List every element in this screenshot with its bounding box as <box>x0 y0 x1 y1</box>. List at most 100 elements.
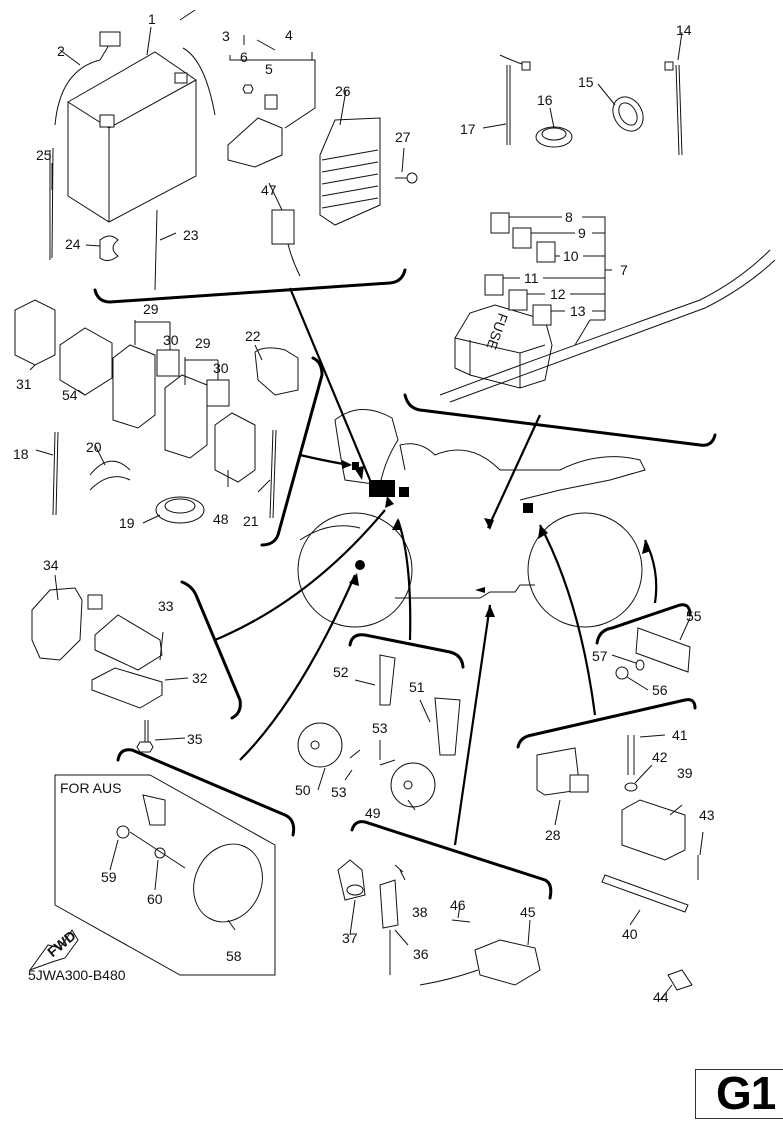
callout-31: 31 <box>16 376 32 392</box>
battery-terminal-neg <box>99 114 115 128</box>
clip-24 <box>99 235 119 262</box>
callout-42: 42 <box>652 749 668 765</box>
callout-24: 24 <box>65 236 81 252</box>
clamp-22 <box>254 347 299 396</box>
aus-reflector-group: FOR AUS FWD <box>28 748 296 976</box>
cover-34 <box>31 587 83 661</box>
clamp-20 <box>89 460 131 491</box>
callout-32: 32 <box>192 670 208 686</box>
battery-group <box>49 9 418 304</box>
callout-25: 25 <box>36 147 52 163</box>
clamp-16 <box>535 126 573 148</box>
callout-labels: 1 2 3 4 5 6 7 8 9 10 11 12 13 14 15 16 1… <box>13 11 715 1005</box>
fuse-11 <box>484 274 504 296</box>
band-17 <box>506 65 511 145</box>
callout-60: 60 <box>147 891 163 907</box>
callout-54: 54 <box>62 387 78 403</box>
callout-56: 56 <box>652 682 668 698</box>
aus-label: FOR AUS <box>60 780 121 796</box>
callout-33: 33 <box>158 598 174 614</box>
callout-53b: 53 <box>331 784 347 800</box>
reflector-group <box>595 603 692 691</box>
horn-group-brace <box>348 633 465 669</box>
callout-34: 34 <box>43 557 59 573</box>
callout-49: 49 <box>365 805 381 821</box>
clamp-15 <box>612 96 644 132</box>
callout-38: 38 <box>412 904 428 920</box>
callout-17: 17 <box>460 121 476 137</box>
fuse-10 <box>536 241 556 263</box>
screw-38 <box>394 864 404 873</box>
callout-20: 20 <box>86 439 102 455</box>
callout-43: 43 <box>699 807 715 823</box>
wire-clamp-group <box>31 574 242 753</box>
marker-relay <box>399 487 409 497</box>
coupler-30b <box>206 379 230 407</box>
battery-terminal-pos <box>174 72 188 84</box>
drawing-code: 5JWA300-B480 <box>28 967 126 983</box>
callout-12: 12 <box>550 286 566 302</box>
callout-3: 3 <box>222 28 230 44</box>
marker-horn <box>355 560 365 570</box>
battery-cable-pos <box>182 47 216 116</box>
switch-group <box>337 820 553 986</box>
relay-29a <box>112 344 156 429</box>
aus-group-brace <box>116 748 296 837</box>
unit-28 <box>536 747 581 796</box>
fuse-8 <box>490 212 510 234</box>
ignition-group-brace <box>516 698 697 749</box>
reflector-55 <box>635 627 691 673</box>
horn-50 <box>297 722 343 768</box>
relay-29b <box>164 374 208 459</box>
callout-26: 26 <box>335 83 351 99</box>
marker-switch <box>475 587 485 593</box>
plate-40 <box>601 874 689 913</box>
callout-30a: 30 <box>163 332 179 348</box>
bolt-46 <box>451 919 471 923</box>
callout-52: 52 <box>333 664 349 680</box>
page-id-box: G1 <box>695 1067 783 1119</box>
callout-45: 45 <box>520 904 536 920</box>
horn-group <box>297 633 465 811</box>
reflector-58 <box>193 843 263 923</box>
band-14 <box>675 64 683 156</box>
callout-7: 7 <box>620 262 628 278</box>
callout-6: 6 <box>240 49 248 65</box>
bolt-6 <box>242 84 254 94</box>
callout-23: 23 <box>183 227 199 243</box>
callout-50: 50 <box>295 782 311 798</box>
band-18 <box>52 431 59 516</box>
coupler-30a <box>156 349 180 377</box>
rear-wheel <box>527 512 643 628</box>
callout-36: 36 <box>413 946 429 962</box>
washer-57 <box>635 659 645 671</box>
switch-36 <box>379 879 399 929</box>
arrow-ignition-group <box>539 524 597 716</box>
bracket-37 <box>337 859 366 901</box>
clips-group <box>482 31 683 156</box>
callout-11: 11 <box>524 270 539 286</box>
fuse-box <box>454 304 553 389</box>
ignition-group <box>516 698 704 1001</box>
aus-frame <box>54 774 276 976</box>
motorcycle-outline <box>214 287 658 846</box>
marker-ecu <box>523 503 533 513</box>
callout-53a: 53 <box>372 720 388 736</box>
marker-headlight-unit <box>369 480 395 497</box>
callout-22: 22 <box>245 328 261 344</box>
fuse-5 <box>264 94 278 110</box>
battery-cable-cap <box>99 31 121 47</box>
callout-58: 58 <box>226 948 242 964</box>
fuse-box-group: FUSE <box>403 212 776 447</box>
callout-59: 59 <box>101 869 117 885</box>
callout-1: 1 <box>148 11 156 27</box>
coupler-47 <box>271 209 295 245</box>
callout-57: 57 <box>592 648 608 664</box>
arrow-switch-group <box>453 604 492 846</box>
rectifier-regulator <box>319 117 381 226</box>
fuse-group-brace <box>403 393 717 447</box>
reflector-group-brace <box>595 603 692 645</box>
battery <box>67 51 197 223</box>
nut-59 <box>116 825 130 839</box>
